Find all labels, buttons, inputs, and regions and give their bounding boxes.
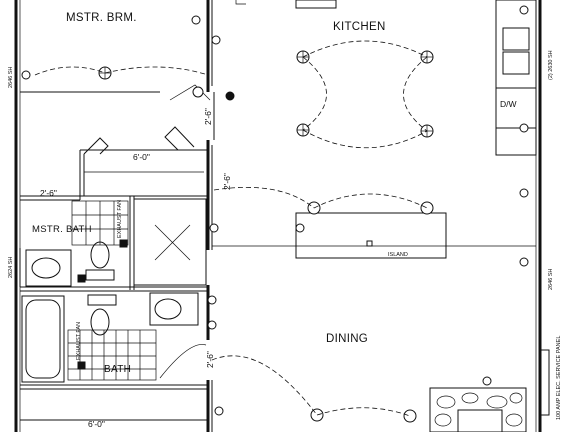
- room-label-master-bath: MSTR. BATH: [32, 224, 92, 235]
- window-tag: 2646 SH: [8, 67, 14, 88]
- exterior-walls: [14, 0, 542, 432]
- exhaust-fan-label: EXHAUST FAN: [76, 322, 82, 360]
- ceiling-light: [420, 201, 434, 215]
- island-label: ISLAND: [388, 252, 408, 258]
- window-tag: 2646 SH: [548, 269, 554, 290]
- closet-bifold-doors: [83, 126, 204, 173]
- kitchen-counter: [235, 0, 537, 156]
- tile-floor: [67, 329, 157, 381]
- master-bath-fixtures: [25, 198, 207, 287]
- door-dimension: 2'-6": [205, 351, 215, 368]
- bedroom-door: [169, 84, 215, 140]
- window-tag: (2) 2630 SH: [548, 50, 554, 80]
- exhaust-fan-label: EXHAUST FAN: [117, 200, 123, 238]
- panel-label: 100 AMP ELEC. SERVICE PANEL: [556, 336, 562, 420]
- ceiling-light: [403, 409, 417, 423]
- panel-box: [540, 349, 550, 416]
- outlets: [21, 5, 529, 416]
- bath-fixtures: [21, 292, 207, 383]
- tile-floor: [71, 200, 129, 246]
- island: ISLAND: [295, 212, 447, 259]
- closet-dimension-bottom: 6'-0": [88, 419, 105, 429]
- room-label-kitchen: KITCHEN: [333, 21, 386, 33]
- door-dimension: 2'-6": [203, 108, 213, 125]
- window-tag: 2624 SH: [8, 257, 14, 278]
- room-label-bath: BATH: [104, 364, 131, 375]
- room-label-dining: DINING: [326, 333, 368, 345]
- fireplace: [429, 387, 527, 432]
- room-label-master-bedroom: MSTR. BRM.: [66, 12, 137, 24]
- door-dimension: 2'-6": [40, 188, 57, 198]
- dishwasher-label: D/W: [500, 99, 517, 109]
- interior-walls: [15, 0, 213, 432]
- door-dimension: 2'-6": [222, 173, 232, 190]
- wiring-arcs: [34, 40, 428, 417]
- closet-dimension: 6'-0": [133, 152, 150, 162]
